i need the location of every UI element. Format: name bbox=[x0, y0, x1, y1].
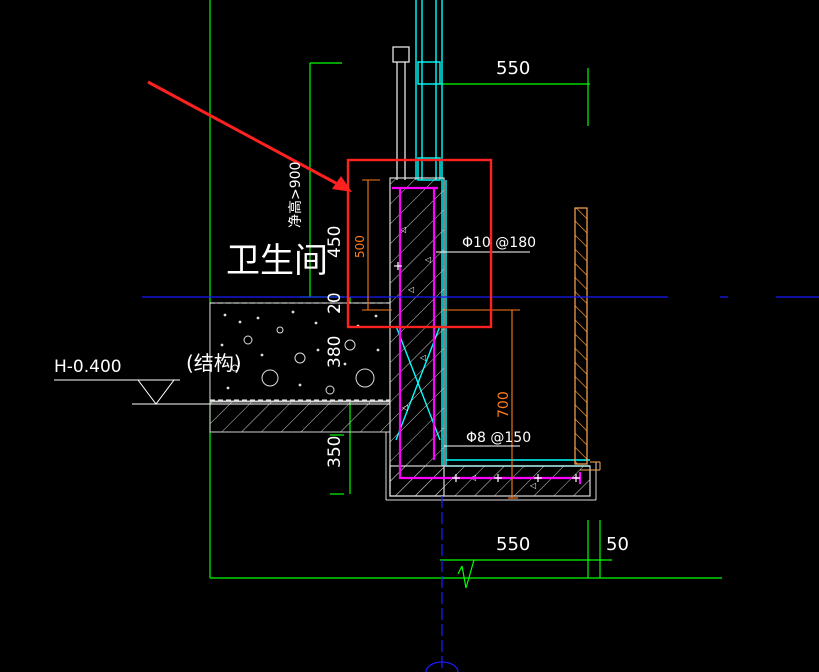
svg-text:◁: ◁ bbox=[407, 285, 414, 294]
dim-450: 450 bbox=[325, 226, 345, 258]
svg-text:◁: ◁ bbox=[424, 255, 431, 264]
svg-text:◁: ◁ bbox=[529, 481, 536, 490]
dim-orange-700: 700 bbox=[496, 391, 512, 418]
rebar-bottom-label: Φ8 @150 bbox=[466, 430, 531, 446]
dim-top-550: 550 bbox=[496, 58, 530, 79]
svg-text:◁: ◁ bbox=[419, 353, 426, 362]
dim-orange-500: 500 bbox=[353, 235, 367, 258]
svg-text:◁: ◁ bbox=[401, 403, 408, 412]
elevation-label: H-0.400 bbox=[54, 357, 122, 377]
rebar-main-label: Φ10 @180 bbox=[462, 235, 536, 251]
highlight-annotation bbox=[147, 80, 493, 329]
rebar-crosses bbox=[394, 262, 580, 482]
highlight-box bbox=[346, 158, 493, 329]
dim-380: 380 bbox=[325, 336, 345, 368]
arrow-head-icon bbox=[332, 176, 352, 192]
svg-text:◁: ◁ bbox=[399, 225, 406, 234]
leaders bbox=[54, 251, 530, 447]
structure-note: (结构) bbox=[186, 351, 242, 375]
dim-20: 20 bbox=[325, 292, 345, 314]
reinforcement bbox=[392, 186, 582, 484]
dim-clear-height: 净高>900 bbox=[287, 162, 304, 228]
room-label: 卫生间 bbox=[226, 241, 328, 281]
axis-lines bbox=[142, 296, 819, 672]
floor-slab bbox=[209, 302, 391, 433]
dim-bottom-550: 550 bbox=[496, 534, 530, 555]
outer-wall bbox=[574, 207, 601, 471]
dim-bottom-50: 50 bbox=[606, 534, 629, 555]
orange-dimensions bbox=[362, 179, 520, 499]
dim-350: 350 bbox=[325, 436, 345, 468]
